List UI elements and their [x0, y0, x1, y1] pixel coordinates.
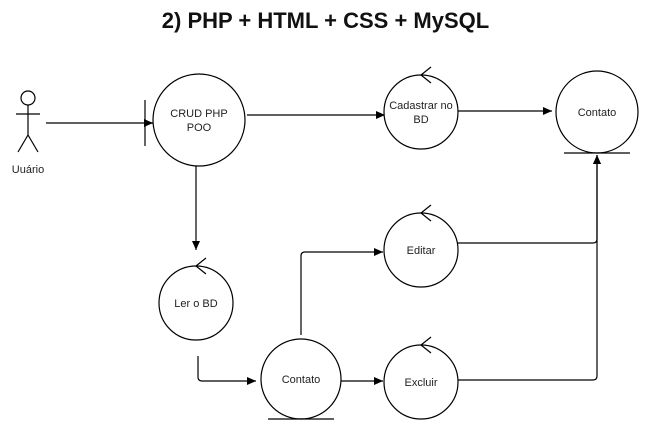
node-contato-top-entity	[555, 70, 639, 154]
edge-excluir-contato	[458, 155, 601, 381]
node-editar-control	[383, 204, 459, 288]
edge-contato-editar	[300, 248, 383, 335]
edge-editar-contato	[458, 155, 601, 244]
crud-label-1: CRUD PHP	[170, 108, 227, 120]
contato-top-label: Contato	[578, 107, 617, 119]
actor-label: Uuário	[12, 164, 44, 176]
editar-label: Editar	[407, 245, 436, 257]
node-cadastrar-control	[383, 66, 459, 150]
cadastrar-label-1: Cadastrar no	[389, 100, 453, 112]
cadastrar-label-2: BD	[413, 114, 428, 126]
crud-label-2: POO	[187, 122, 212, 134]
edge-ler-contato	[197, 356, 256, 385]
edges	[46, 107, 601, 385]
contato-bottom-label: Contato	[282, 374, 321, 386]
diagram-title: 2) PHP + HTML + CSS + MySQL	[161, 8, 490, 33]
excluir-label: Excluir	[404, 377, 437, 389]
ler-label: Ler o BD	[174, 298, 217, 310]
node-excluir-control	[383, 336, 459, 420]
node-crud-boundary	[144, 73, 246, 167]
node-ler-control	[158, 257, 234, 341]
node-contato-bottom-entity	[260, 338, 342, 420]
actor-user	[16, 90, 40, 153]
